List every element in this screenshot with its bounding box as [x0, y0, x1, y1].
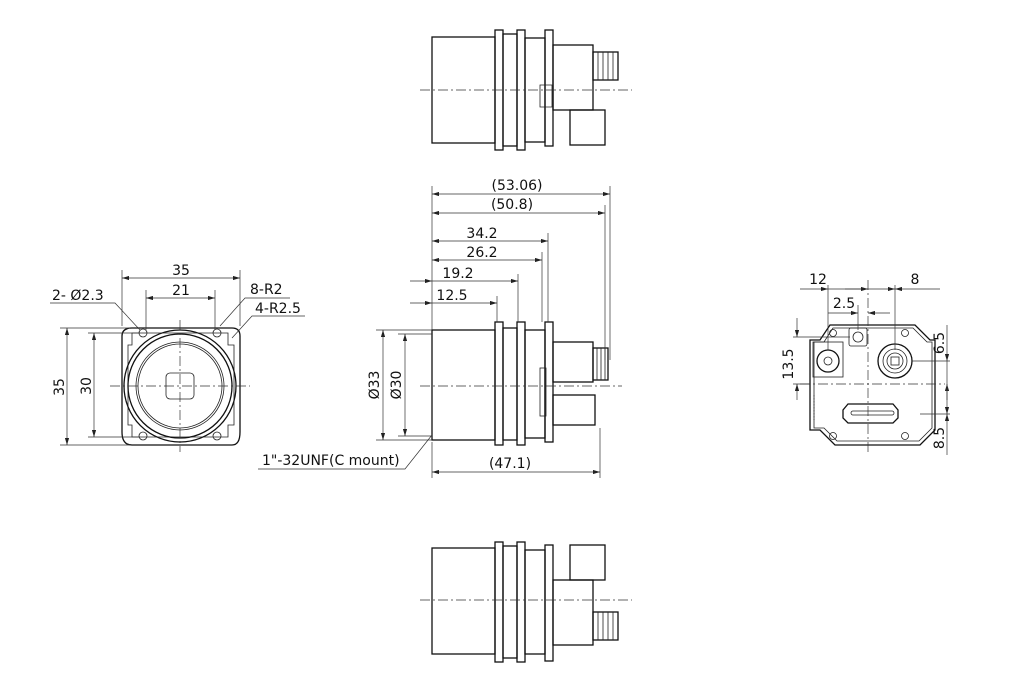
front-view: 35 21 35 30 2- Ø2.3 8-R2 4-R2.5 [50, 263, 305, 452]
dim-19-2: 19.2 [442, 266, 473, 282]
dim-height-35: 35 [52, 378, 68, 396]
dim-body-length: (47.1) [489, 456, 531, 472]
dim-6-5: 6.5 [932, 332, 948, 354]
side-view: (53.06) (50.8) 34.2 26.2 19.2 12.5 Ø33 Ø… [258, 178, 622, 478]
dim-12-5: 12.5 [436, 288, 467, 304]
dim-hole-spacing-21: 21 [172, 283, 190, 299]
dim-height-30: 30 [79, 377, 95, 395]
dim-length-50-8: (50.8) [491, 197, 533, 213]
dim-8: 8 [911, 272, 920, 288]
rear-view: 12 8 2.5 13.5 6.5 8.5 [781, 272, 950, 455]
bottom-view [420, 541, 632, 663]
dim-diameter-33: Ø33 [367, 371, 383, 400]
callout-4-r2-5: 4-R2.5 [255, 301, 301, 317]
dim-13-5: 13.5 [781, 348, 797, 379]
dim-34-2: 34.2 [466, 226, 497, 242]
dim-26-2: 26.2 [466, 245, 497, 261]
top-view [420, 29, 632, 151]
dim-diameter-30: Ø30 [389, 371, 405, 400]
dim-8-5: 8.5 [932, 427, 948, 449]
dim-12: 12 [809, 272, 827, 288]
callout-c-mount: 1"-32UNF(C mount) [262, 453, 400, 469]
dim-width-35: 35 [172, 263, 190, 279]
callout-8-r2: 8-R2 [250, 282, 283, 298]
dim-overall-length: (53.06) [491, 178, 542, 194]
dim-2-5: 2.5 [833, 296, 855, 312]
callout-hole-diameter: 2- Ø2.3 [52, 288, 104, 304]
